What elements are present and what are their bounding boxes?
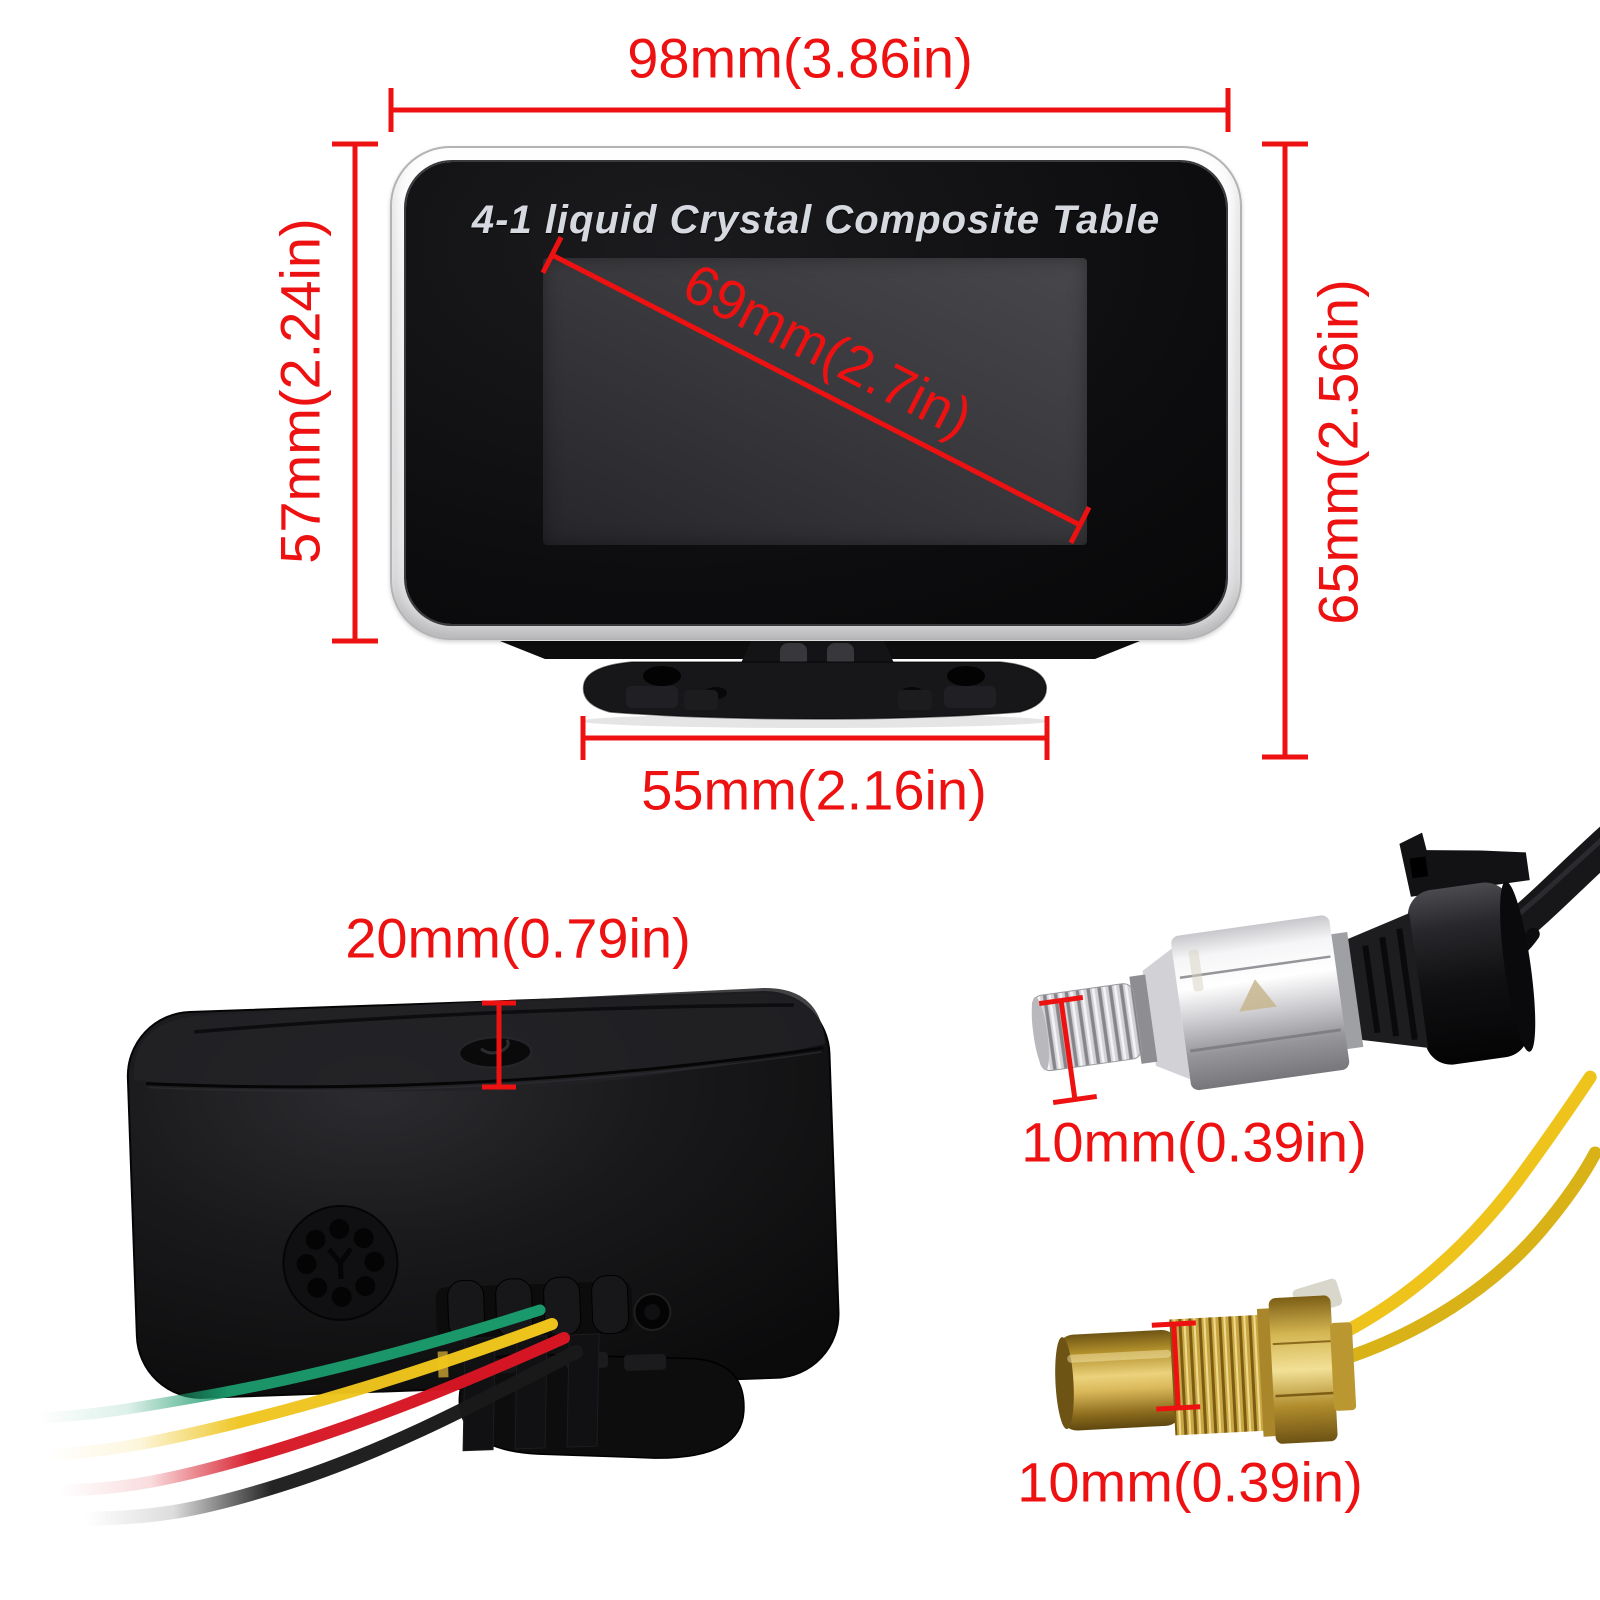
dim-label-base-width: 55mm(2.16in): [641, 758, 987, 822]
dim-line-back-depth: [482, 1000, 516, 1090]
connector-clip: [1399, 832, 1530, 897]
dim-label-height-right: 65mm(2.56in): [1306, 279, 1370, 625]
gauge-face: 4-1 liquid Crystal Composite Table: [406, 162, 1226, 624]
dim-line-temp-thread: [1151, 1320, 1201, 1412]
gauge-screen: [543, 258, 1087, 545]
wire-red: [54, 1332, 570, 1497]
connector-body: [1407, 882, 1529, 1065]
dim-line-height-right: [1262, 141, 1308, 760]
gauge-front-view: 4-1 liquid Crystal Composite Table: [390, 146, 1242, 640]
dim-label-pressure-thread: 10mm(0.39in): [1021, 1110, 1367, 1174]
etched-logo: [1239, 979, 1277, 1012]
wire-green: [32, 1304, 546, 1424]
dim-line-pressure-thread: [1038, 994, 1098, 1106]
dim-line-height-left: [332, 141, 378, 644]
dim-line-screen-diagonal: [540, 236, 1092, 544]
wire-black: [78, 1345, 583, 1526]
dim-label-width-top: 98mm(3.86in): [627, 26, 973, 90]
temp-wire-1: [1314, 1070, 1597, 1351]
temp-hex-nut: [1268, 1295, 1338, 1444]
dim-label-temp-thread: 10mm(0.39in): [1017, 1450, 1363, 1514]
dim-line-width-top: [388, 88, 1231, 132]
dim-line-base-width: [580, 716, 1050, 760]
wiring-harness: [32, 1304, 583, 1526]
water-temp-sensor: [1055, 1070, 1600, 1444]
gauge-title: 4-1 liquid Crystal Composite Table: [471, 198, 1161, 242]
temp-wire-2: [1323, 1146, 1600, 1370]
back-housing: [126, 988, 840, 1459]
speaker-grille: [282, 1204, 399, 1321]
front-stand-and-base: [500, 641, 1140, 728]
dim-label-height-left: 57mm(2.24in): [268, 218, 332, 564]
wire-yellow: [42, 1318, 558, 1461]
back-button: [458, 1036, 533, 1069]
back-screw: [633, 1293, 672, 1332]
dim-label-back-depth: 20mm(0.79in): [345, 906, 691, 970]
